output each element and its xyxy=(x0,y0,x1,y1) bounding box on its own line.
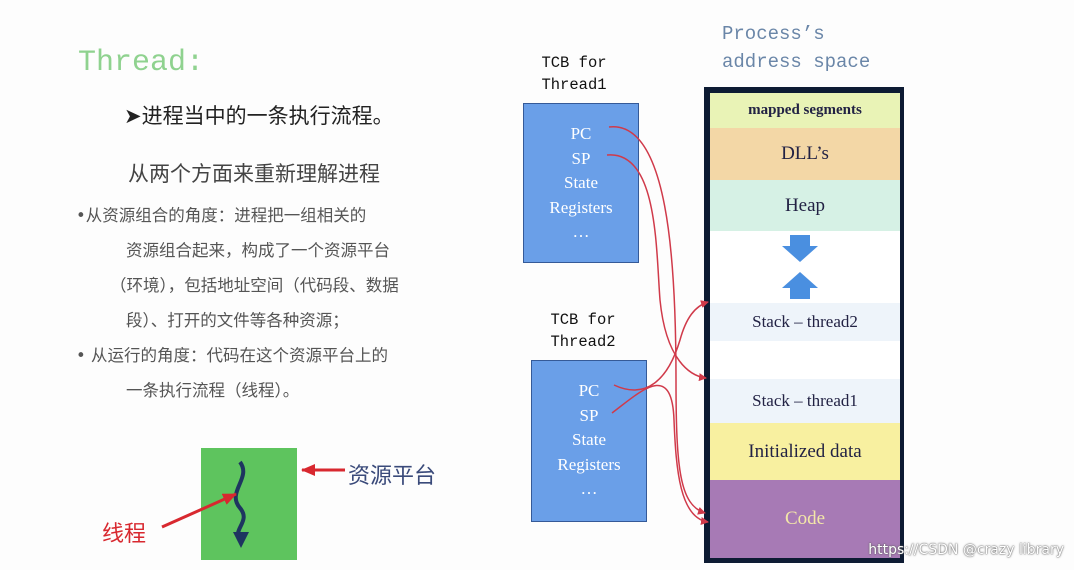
tcb1-label: TCB for Thread1 xyxy=(524,52,624,96)
bullet-resource-line-3: （环境），包括地址空间（代码段、数据 xyxy=(110,276,399,295)
watermark: https://CSDN @crazy library xyxy=(868,542,1064,558)
bullet-resource-line-2: 资源组合起来，构成了一个资源平台 xyxy=(126,241,390,260)
tcb2-label: TCB for Thread2 xyxy=(533,309,633,353)
tcb1-label-text: TCB for Thread1 xyxy=(541,54,607,94)
tcb2-pc-arrow xyxy=(613,300,709,391)
tcb2-ellipsis: … xyxy=(580,479,598,498)
slide-title: Thread: xyxy=(78,46,205,80)
segment-gap xyxy=(710,341,900,379)
segment-heap: Heap xyxy=(710,180,900,231)
tcb1-sp-arrow xyxy=(606,154,707,382)
segment-stack-thread1: Stack – thread1 xyxy=(710,379,900,423)
thread-squiggle-icon xyxy=(233,460,246,544)
thread-label: 线程 xyxy=(102,522,147,547)
bullet-resource-line-1: •从资源组合的角度：进程把一组相关的 xyxy=(76,206,367,225)
tcb2-sp: SP xyxy=(579,405,599,425)
tcb1-pc-arrow xyxy=(608,126,706,515)
thread-arrowhead-icon xyxy=(233,532,249,548)
bullet-resource-line-4: 段）、打开的文件等各种资源； xyxy=(126,311,349,330)
bullet-execution-line-2: 一条执行流程（线程）。 xyxy=(126,381,300,400)
segment-stack-thread2: Stack – thread2 xyxy=(710,303,900,341)
tcb2-box: PC SP State Registers … xyxy=(531,360,647,522)
tcb2-state: State xyxy=(572,430,606,449)
tcb2-registers: Registers xyxy=(557,454,621,474)
thread-pointer-arrow xyxy=(161,492,237,529)
tcb1-box: PC SP State Registers … xyxy=(523,103,639,263)
resource-platform-label: 资源平台 xyxy=(348,464,437,489)
segment-initialized-data: Initialized data xyxy=(710,423,900,480)
tcb1-state: State xyxy=(564,173,598,192)
tcb2-pc: PC xyxy=(578,381,600,400)
tcb1-sp: SP xyxy=(571,148,591,168)
heap-down-arrow-icon xyxy=(782,235,818,262)
tcb2-sp-arrow xyxy=(611,384,709,525)
segment-code: Code xyxy=(710,480,900,558)
tcb1-registers: Registers xyxy=(549,197,613,217)
definition-point: ➤进程当中的一条执行流程。 xyxy=(124,104,394,128)
tcb2-label-text: TCB for Thread2 xyxy=(550,311,616,351)
stack-up-arrow-icon xyxy=(782,272,818,299)
address-space-label: Process’s address space xyxy=(722,23,871,73)
segment-dll: DLL’s xyxy=(710,128,900,180)
subheading: 从两个方面来重新理解进程 xyxy=(128,162,380,186)
tcb1-pc: PC xyxy=(570,124,592,143)
segment-mapped: mapped segments xyxy=(710,93,900,128)
bullet-execution-line-1: • 从运行的角度：代码在这个资源平台上的 xyxy=(76,346,388,365)
tcb1-ellipsis: … xyxy=(572,222,590,241)
